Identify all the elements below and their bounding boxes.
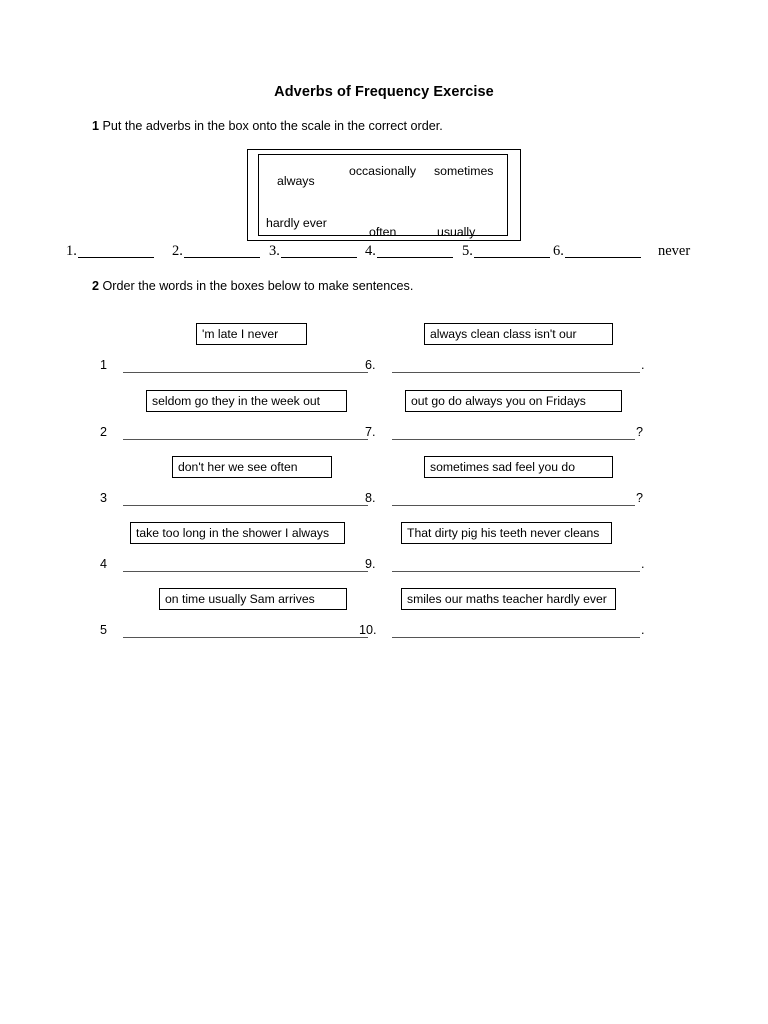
exercise-1-number: 1 [92,119,100,133]
exercise-2-instruction-text: Order the words in the boxes below to ma… [102,279,414,293]
scale-slot-6[interactable]: 6. [553,243,641,260]
answer-number-7: 7. [365,425,376,439]
scale-slot-1[interactable]: 1. [66,243,154,260]
exercise-2-instruction: 2 Order the words in the boxes below to … [92,279,413,293]
answer-line-4[interactable] [123,557,368,572]
scale-end-label-never: never [658,243,691,259]
answer-line-9[interactable] [392,557,640,572]
answer-number-8: 8. [365,491,376,505]
word-box-2: seldom go they in the week out [146,390,347,412]
answer-line-5[interactable] [123,623,368,638]
answer-row-5: 5 10. [100,623,390,643]
scale-slot-3[interactable]: 3. [269,243,357,260]
adverb-word-often: often [369,225,397,239]
adverb-word-usually: usually [437,225,476,239]
adverb-word-hardly-ever: hardly ever [266,216,327,230]
answer-number-9: 9. [365,557,376,571]
answer-row-3: 3 8. [100,491,390,511]
answer-line-1[interactable] [123,358,368,373]
answer-line-8[interactable] [392,491,635,506]
answer-row-9: . [392,557,652,577]
answer-row-1: 1 6. [100,358,390,378]
exercise-2-number: 2 [92,279,100,293]
answer-punctuation-6: . [641,358,645,372]
adverb-word-always: always [277,174,315,188]
scale-slot-4[interactable]: 4. [365,243,453,260]
word-box-1: 'm late I never [196,323,307,345]
scale-slot-5[interactable]: 5. [462,243,550,260]
answer-row-10: . [392,623,652,643]
answer-line-7[interactable] [392,425,635,440]
scale-blank-3[interactable] [280,257,357,258]
exercise-1-instruction-text: Put the adverbs in the box onto the scal… [102,119,443,133]
scale-slot-2[interactable]: 2. [172,243,260,260]
answer-number-10: 10. [359,623,377,637]
word-box-10: smiles our maths teacher hardly ever [401,588,616,610]
answer-line-10[interactable] [392,623,640,638]
answer-row-7: ? [392,425,652,445]
frequency-scale: 1. 2. 3. 4. 5. 6. never [66,243,726,263]
exercise-1-instruction: 1 Put the adverbs in the box onto the sc… [92,119,443,133]
answer-punctuation-9: . [641,557,645,571]
answer-number-2: 2 [100,425,108,439]
word-box-7: out go do always you on Fridays [405,390,622,412]
word-box-9: That dirty pig his teeth never cleans [401,522,612,544]
answer-number-4: 4 [100,557,108,571]
answer-punctuation-10: . [641,623,645,637]
answer-punctuation-8: ? [636,491,644,505]
answer-row-8: ? [392,491,652,511]
word-box-4: take too long in the shower I always [130,522,345,544]
answer-number-5: 5 [100,623,108,637]
scale-blank-2[interactable] [183,257,260,258]
scale-blank-6[interactable] [564,257,641,258]
word-box-6: always clean class isn't our [424,323,613,345]
adverb-word-sometimes: sometimes [434,164,494,178]
answer-row-4: 4 9. [100,557,390,577]
adverb-box-outer: always occasionally sometimes hardly eve… [247,149,521,241]
scale-blank-1[interactable] [77,257,154,258]
answer-row-6: . [392,358,652,378]
adverb-box-inner: always occasionally sometimes hardly eve… [258,154,508,239]
scale-blank-4[interactable] [376,257,453,258]
page-title: Adverbs of Frequency Exercise [274,84,494,100]
word-box-3: don't her we see often [172,456,332,478]
answer-line-3[interactable] [123,491,368,506]
word-box-8: sometimes sad feel you do [424,456,613,478]
answer-number-1: 1 [100,358,108,372]
answer-line-6[interactable] [392,358,640,373]
answer-number-3: 3 [100,491,108,505]
answer-punctuation-7: ? [636,425,644,439]
scale-blank-5[interactable] [473,257,550,258]
word-box-5: on time usually Sam arrives [159,588,347,610]
answer-number-6: 6. [365,358,376,372]
adverb-word-occasionally: occasionally [349,164,416,178]
answer-row-2: 2 7. [100,425,390,445]
answer-line-2[interactable] [123,425,368,440]
